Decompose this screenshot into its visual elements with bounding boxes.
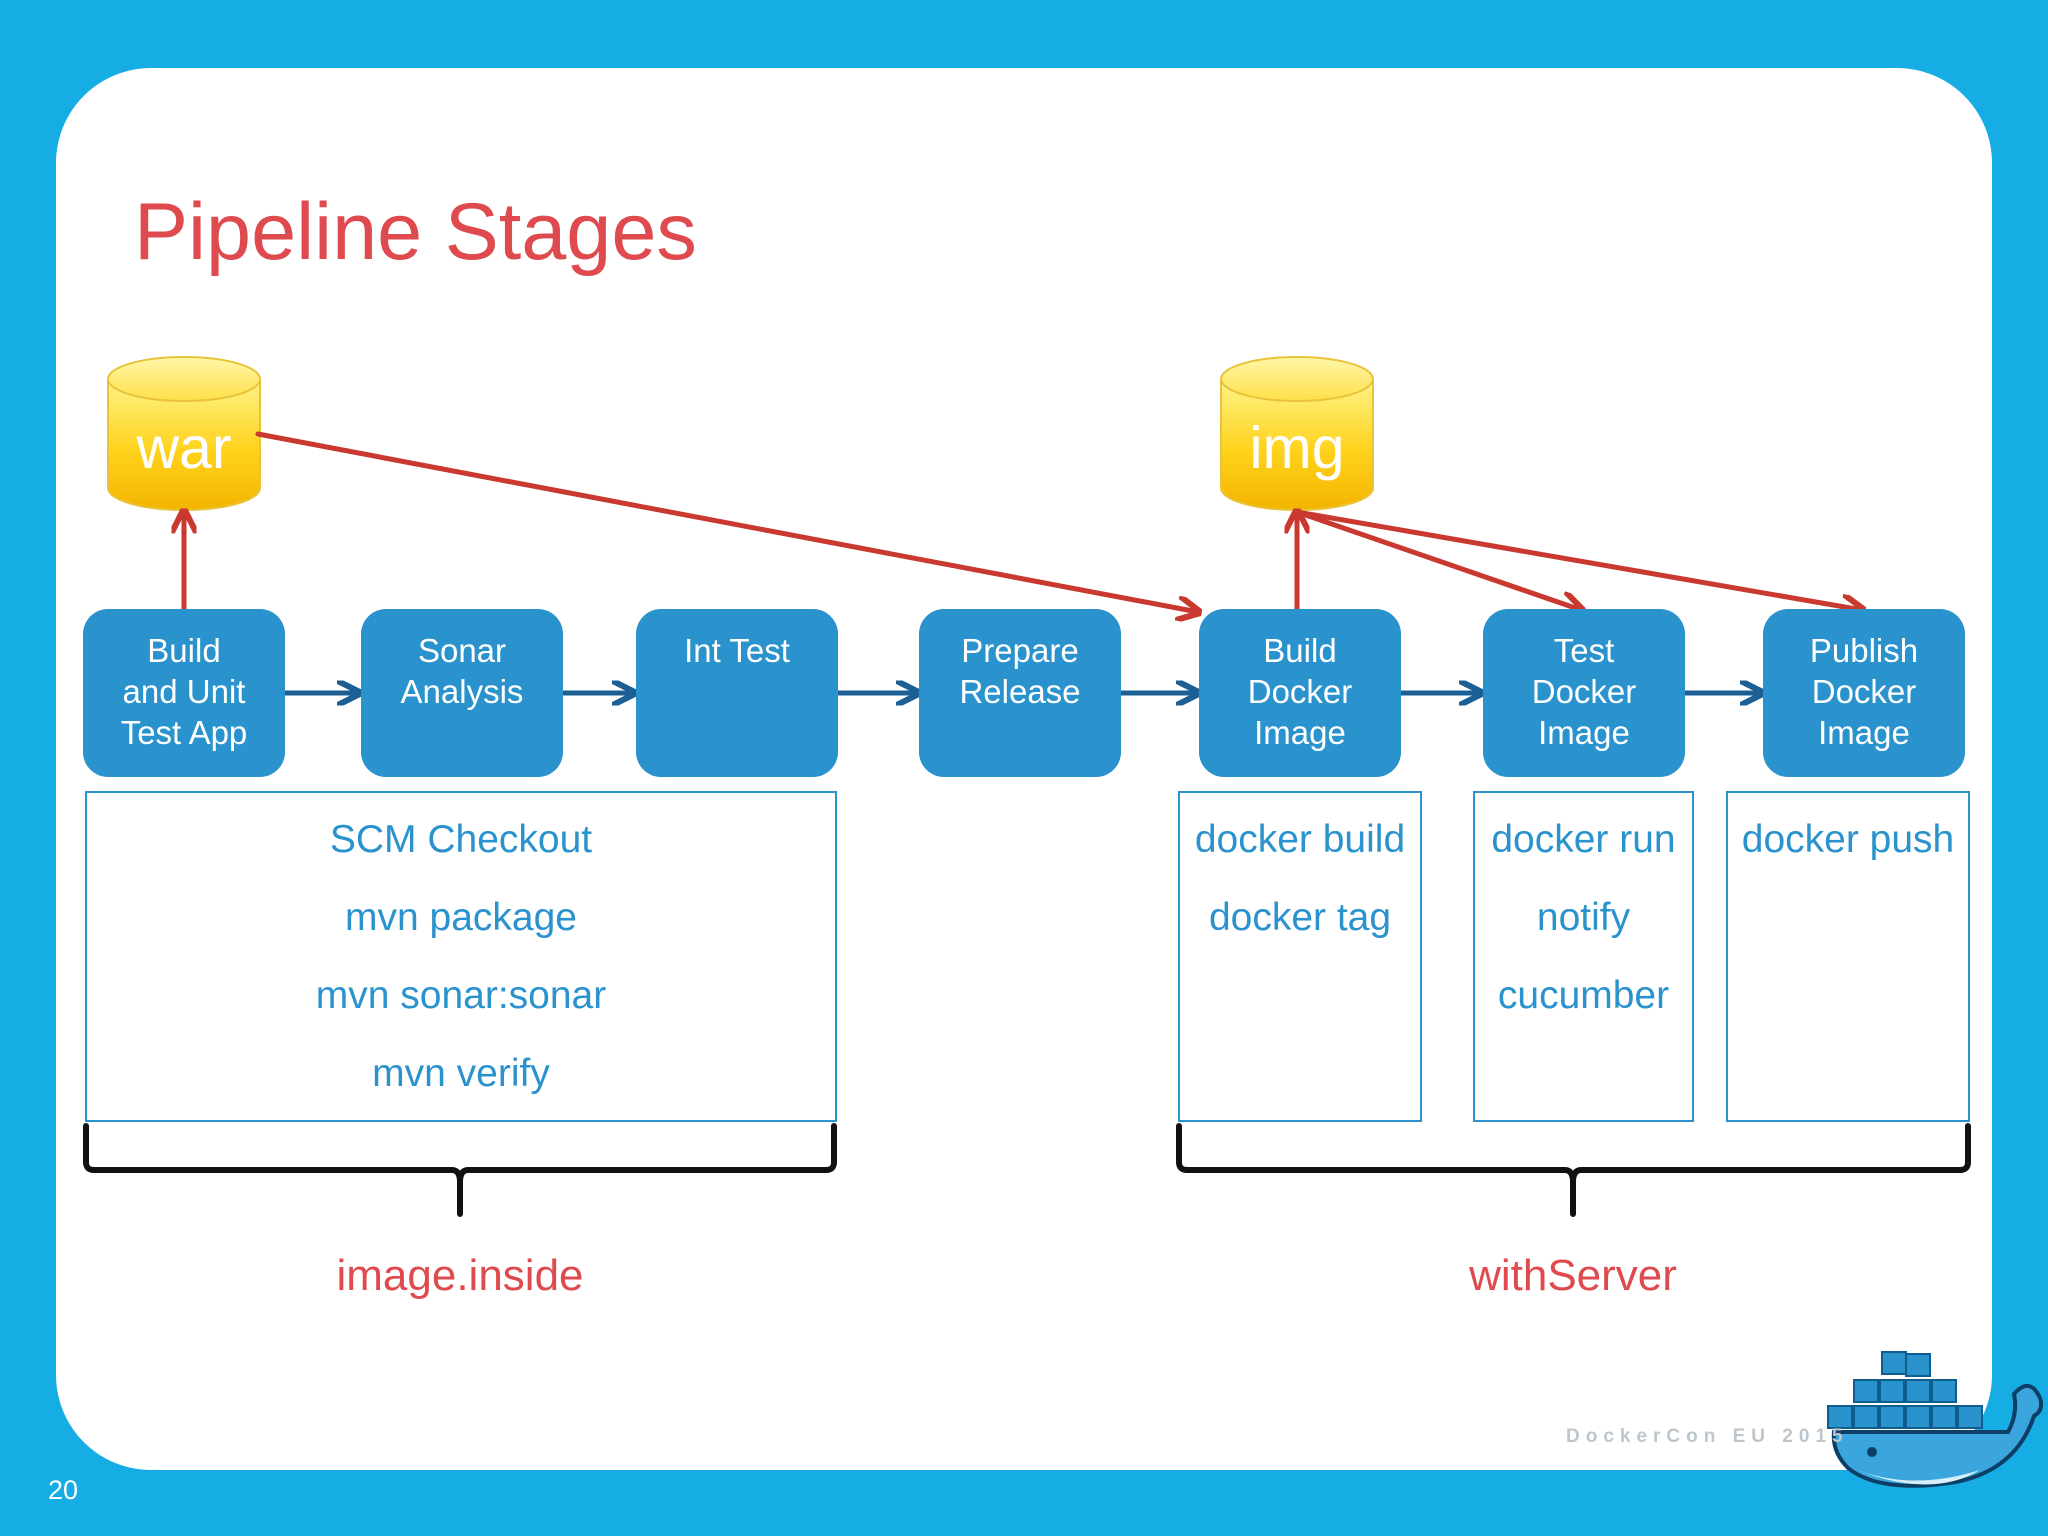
command-mvn-verify: mvn verify (372, 1052, 550, 1095)
command-notify: notify (1536, 896, 1631, 939)
command-mvn-package: mvn package (345, 896, 577, 939)
brace-image-inside (83, 1123, 837, 1217)
command-box-image-inside: SCM Checkout mvn package mvn sonar:sonar… (85, 791, 837, 1122)
artifact-img-label: img (1249, 415, 1345, 481)
stage-int-test: Int Test (636, 609, 838, 777)
command-box-test-docker-image: docker run notify cucumber (1473, 791, 1694, 1122)
stage-sonar-analysis: Sonar Analysis (361, 609, 563, 777)
page-number: 20 (48, 1475, 79, 1505)
arrow-war-to-build-docker-image (255, 431, 1198, 612)
group-label-image-inside: image.inside (336, 1251, 584, 1300)
arrow-img-to-test-docker-image (1294, 509, 1581, 610)
command-mvn-sonar-sonar: mvn sonar:sonar (315, 974, 607, 1017)
command-docker-run: docker run (1491, 818, 1676, 861)
command-docker-push: docker push (1741, 818, 1955, 861)
stage-prepare-release: Prepare Release (919, 609, 1121, 777)
command-box-publish-docker-image: docker push (1726, 791, 1970, 1122)
command-scm-checkout: SCM Checkout (329, 818, 593, 861)
command-cucumber: cucumber (1497, 974, 1670, 1017)
command-docker-tag: docker tag (1208, 896, 1392, 939)
stage-test-docker-image: Test Docker Image (1483, 609, 1685, 777)
artifact-war-cylinder (107, 356, 261, 511)
artifact-war-label: war (136, 415, 232, 481)
stage-build-and-unit-test-app: Build and Unit Test App (83, 609, 285, 777)
slide-title: Pipeline Stages (134, 187, 697, 277)
stage-publish-docker-image: Publish Docker Image (1763, 609, 1965, 777)
docker-whale-logo (1827, 1351, 2044, 1488)
footer-event-name: DockerCon EU 2015 (1566, 1426, 1849, 1447)
brace-with-server (1176, 1123, 1971, 1217)
arrow-img-to-publish-docker-image (1294, 509, 1862, 610)
stage-build-docker-image: Build Docker Image (1199, 609, 1401, 777)
command-docker-build: docker build (1194, 818, 1406, 861)
group-label-with-server: withServer (1469, 1251, 1677, 1300)
command-box-build-docker-image: docker build docker tag (1178, 791, 1422, 1122)
